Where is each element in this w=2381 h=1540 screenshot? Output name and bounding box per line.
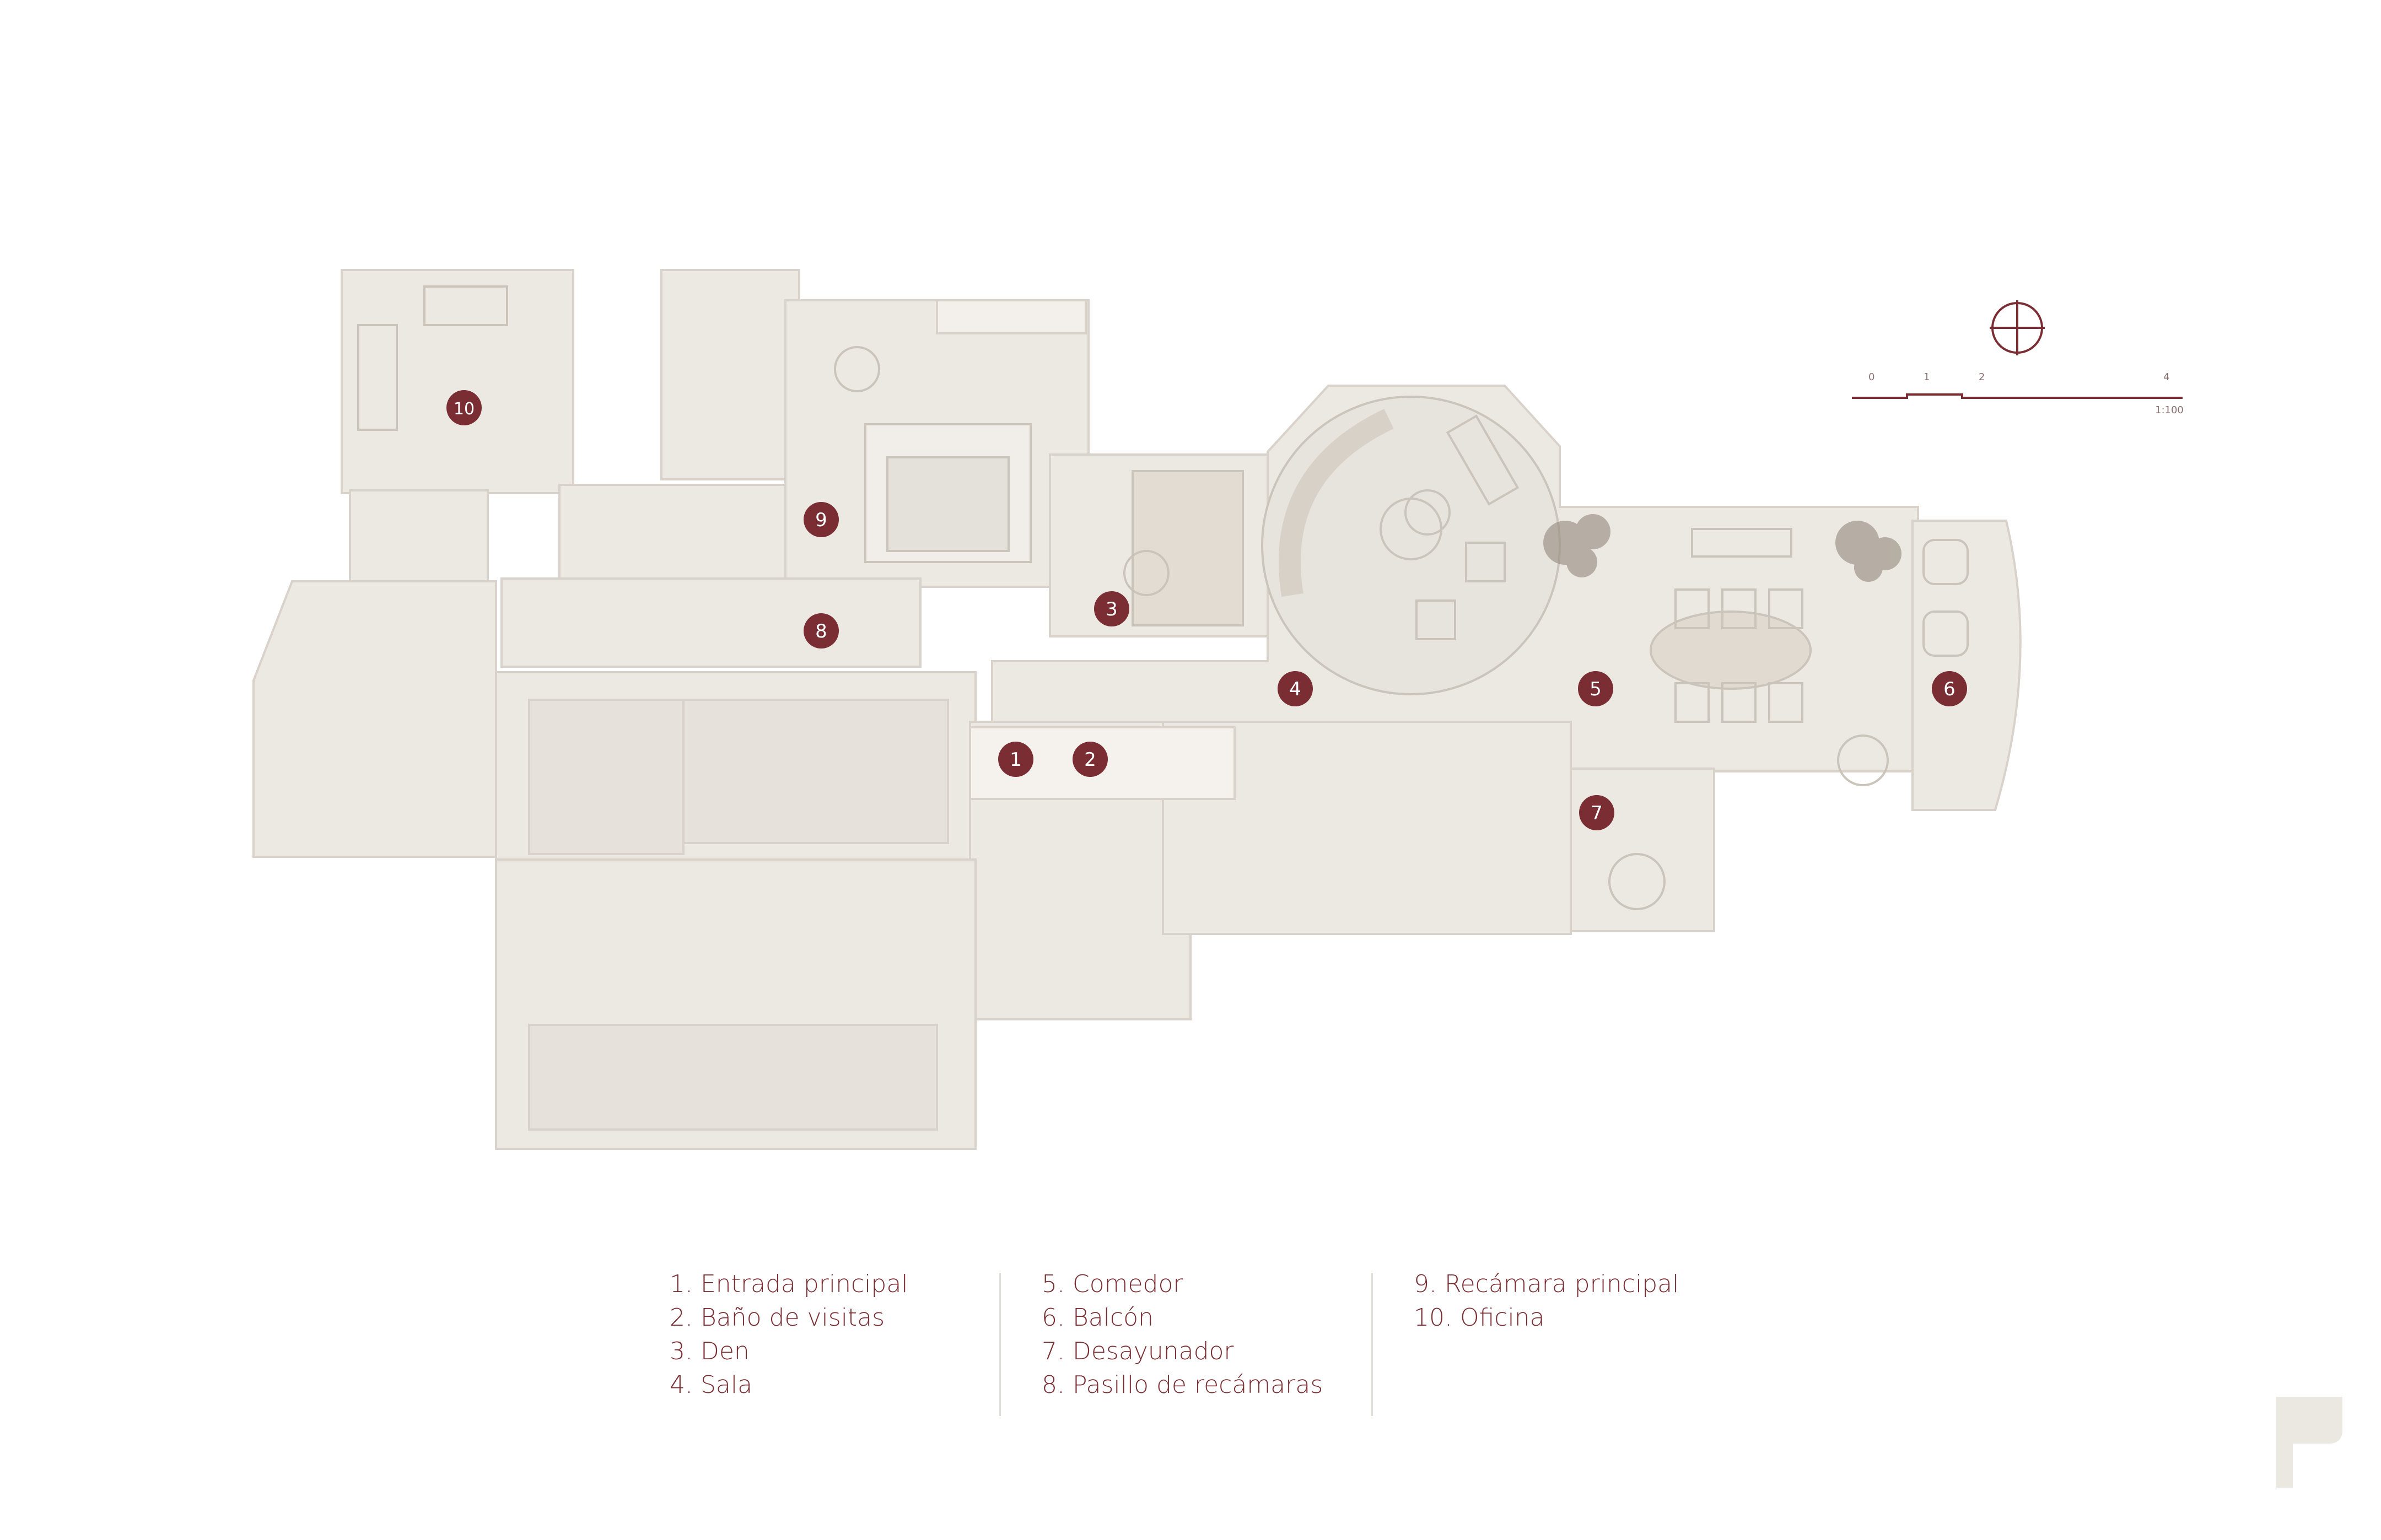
- svg-text:5: 5: [1590, 678, 1602, 700]
- legend-divider: [1371, 1273, 1373, 1416]
- scale-tick: 2: [1979, 371, 1985, 383]
- legend-item: 7. Desayunador: [1042, 1337, 1234, 1365]
- legend-item: 4. Sala: [670, 1371, 753, 1399]
- svg-text:7: 7: [1591, 802, 1603, 824]
- legend-item: 10. Oficina: [1414, 1304, 1545, 1332]
- svg-text:6: 6: [1943, 678, 1956, 700]
- room-marker-1: 1: [998, 742, 1033, 777]
- room-marker-3: 3: [1094, 591, 1129, 626]
- legend-divider: [999, 1273, 1001, 1416]
- room-marker-9: 9: [804, 502, 839, 537]
- scale-tick: 4: [2163, 371, 2169, 383]
- room-marker-4: 4: [1278, 671, 1313, 706]
- north-arrow-icon: [1990, 300, 2045, 355]
- svg-text:3: 3: [1106, 598, 1118, 620]
- brand-logo-icon: [2276, 1397, 2342, 1488]
- svg-text:4: 4: [1289, 678, 1301, 700]
- legend-item: 9. Recámara principal: [1414, 1270, 1679, 1298]
- plants: [1543, 514, 1901, 582]
- room-marker-2: 2: [1073, 742, 1108, 777]
- legend-col-1: 1. Entrada principal 2. Baño de visitas …: [670, 1267, 908, 1402]
- svg-text:8: 8: [815, 620, 827, 642]
- scale-tick: 0: [1868, 371, 1874, 383]
- svg-text:9: 9: [815, 509, 827, 531]
- scale-bar: 0 1 2 4 1:100: [1852, 371, 2184, 416]
- room-marker-7: 7: [1579, 795, 1614, 830]
- room-marker-5: 5: [1578, 671, 1613, 706]
- scale-tick: 1: [1924, 371, 1930, 383]
- legend-item: 5. Comedor: [1042, 1270, 1183, 1298]
- legend-item: 8. Pasillo de recámaras: [1042, 1371, 1323, 1399]
- legend-col-3: 9. Recámara principal 10. Oficina: [1414, 1267, 1679, 1334]
- room-marker-6: 6: [1932, 671, 1967, 706]
- legend-col-2: 5. Comedor 6. Balcón 7. Desayunador 8. P…: [1042, 1267, 1323, 1402]
- svg-text:1: 1: [1010, 749, 1022, 771]
- svg-text:10: 10: [454, 399, 475, 419]
- legend-item: 6. Balcón: [1042, 1304, 1154, 1332]
- room-markers: 1 2 3 4 5 6 7 8 9 10: [446, 390, 1967, 830]
- svg-text:2: 2: [1084, 749, 1096, 771]
- scale-ratio: 1:100: [2155, 404, 2184, 416]
- legend-item: 2. Baño de visitas: [670, 1304, 885, 1332]
- furniture: [357, 285, 1969, 910]
- room-marker-8: 8: [804, 613, 839, 649]
- legend-item: 3. Den: [670, 1337, 750, 1365]
- legend-item: 1. Entrada principal: [670, 1270, 908, 1298]
- room-marker-10: 10: [446, 390, 482, 425]
